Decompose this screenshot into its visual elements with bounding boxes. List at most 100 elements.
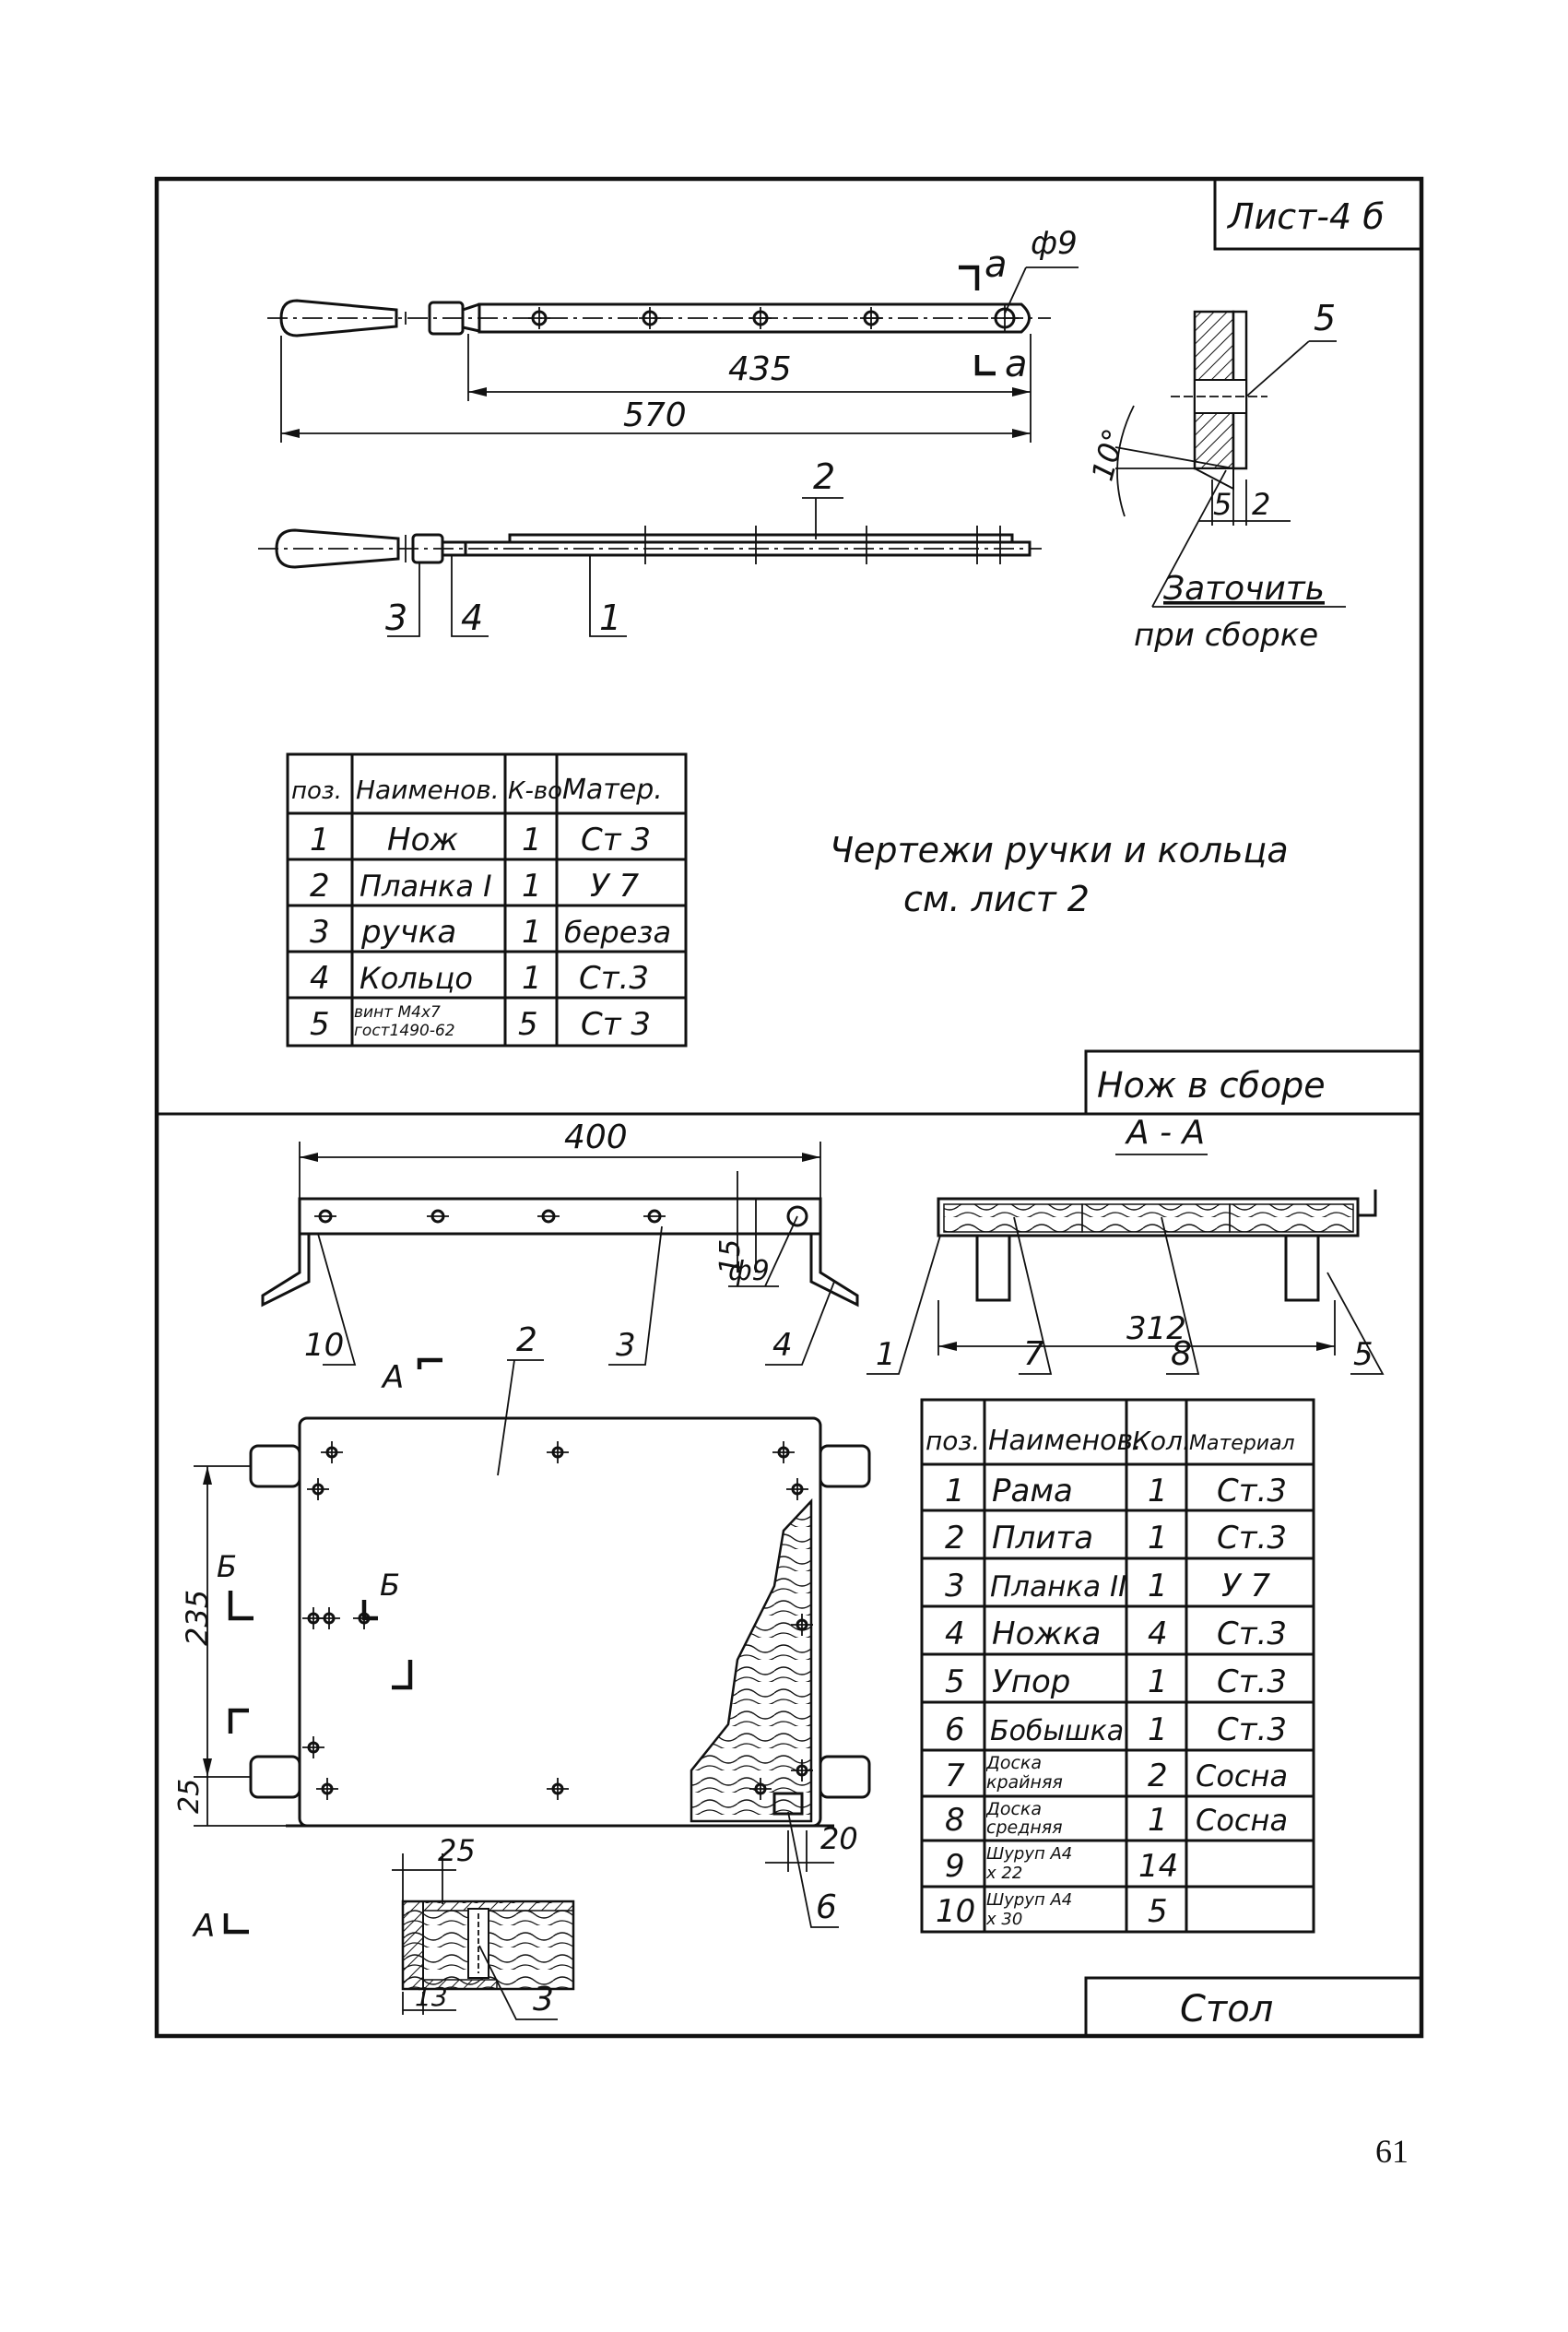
knife-pos-4: 4: [461, 598, 483, 638]
stol-title-box: Стол: [1084, 1976, 1421, 2036]
dim-13: 13: [415, 1982, 448, 2012]
stol-row-4-pos: 4: [945, 1616, 965, 1652]
knife-note-line1: Чертежи ручки и кольца: [830, 830, 1289, 870]
knife-row-4-qty: 1: [522, 960, 542, 997]
stol-row-1-qty: 1: [1148, 1473, 1168, 1509]
table-pos-2: 2: [516, 1321, 537, 1359]
stol-table-row: 8 Доска средняя 1 Сосна: [945, 1800, 1288, 1839]
knife-table-row: 4 Кольцо 1 Ст.3: [310, 960, 649, 997]
stol-row-2-name: Плита: [992, 1520, 1093, 1557]
knife-row-3-name: ручка: [360, 914, 456, 951]
knife-title-box: Нож в сборе: [1084, 1049, 1421, 1114]
knife-row-3-pos: 3: [310, 914, 330, 951]
knife-row-2-mat: У 7: [590, 868, 640, 905]
sharpen-note-1: Заточить: [1163, 570, 1325, 608]
stol-title: Стол: [1180, 1988, 1273, 2030]
stol-row-3-pos: 3: [945, 1568, 965, 1604]
knife-parts-table: поз. Наименов. К-во Матер. 1 Нож 1 Ст 3 …: [286, 752, 688, 1048]
knife-title: Нож в сборе: [1097, 1065, 1326, 1106]
knife-note-line2: см. лист 2: [903, 879, 1090, 919]
table-pos-6: 6: [816, 1888, 837, 1926]
knife-table-header: поз. Наименов. К-во Матер.: [291, 774, 663, 806]
stol-table-row: 10 Шуруп А4 х 30 5: [936, 1890, 1168, 1930]
table-section-b-detail: 25 13 3: [392, 1833, 575, 2020]
stol-table-row: 1 Рама 1 Ст.3: [945, 1473, 1287, 1509]
stol-row-1-pos: 1: [945, 1473, 965, 1509]
sheet-frame: [154, 176, 1424, 2039]
knife-table-row: 2 Планка I 1 У 7: [310, 868, 640, 905]
knife-side-view: 2 3 4 1: [258, 456, 1042, 638]
knife-table-row: 5 винт М4х7 гост1490-62 5 Ст 3: [310, 1003, 651, 1043]
section-aa-title: А - А: [1125, 1114, 1205, 1152]
stol-header-mat: Материал: [1189, 1432, 1295, 1455]
stol-row-3-name: Планка II: [990, 1570, 1126, 1604]
section-mark-a-bottom: a: [1005, 343, 1028, 385]
section-pos-7: 7: [1023, 1335, 1044, 1373]
table-section-aa: А - А 312 1 7 8 5: [867, 1114, 1385, 1375]
section-mark-a-top: А: [381, 1359, 404, 1396]
section-mark-a-bottom: А: [192, 1908, 215, 1945]
section-pos-1: 1: [876, 1336, 896, 1373]
stol-row-3-qty: 1: [1148, 1568, 1168, 1604]
stol-row-6-name: Бобышка: [990, 1715, 1124, 1747]
knife-row-4-name: Кольцо: [360, 961, 473, 996]
stol-header-name: Наименов.: [988, 1425, 1142, 1457]
knife-row-3-mat: береза: [564, 915, 671, 950]
stol-row-10-pos: 10: [936, 1893, 975, 1930]
knife-table-row: 3 ручка 1 береза: [310, 914, 671, 951]
stol-header-qty: Кол.: [1132, 1426, 1191, 1456]
knife-table-header-mat: Матер.: [562, 774, 663, 806]
section-b-right: Б: [380, 1568, 400, 1603]
stol-row-5-mat: Ст.3: [1217, 1663, 1287, 1700]
stol-row-5-qty: 1: [1148, 1663, 1168, 1700]
knife-table-header-pos: поз.: [291, 777, 342, 805]
knife-row-1-pos: 1: [310, 822, 330, 858]
knife-row-1-qty: 1: [522, 822, 542, 858]
plan-screw-marks: [302, 1441, 813, 1800]
stol-row-1-name: Рама: [992, 1473, 1073, 1509]
table-holes: [314, 1205, 808, 1227]
page-number: 61: [1375, 2133, 1409, 2170]
knife-table-row: 1 Нож 1 Ст 3: [310, 822, 651, 858]
stol-row-7-mat: Сосна: [1196, 1758, 1288, 1793]
knife-row-1-mat: Ст 3: [581, 822, 651, 858]
stol-row-9-name: Шуруп А4 х 22: [986, 1844, 1073, 1883]
detail-dim-2: 2: [1252, 487, 1270, 522]
knife-table-header-name: Наименов.: [356, 775, 500, 805]
stol-row-8-qty: 1: [1148, 1802, 1168, 1839]
knife-row-4-mat: Ст.3: [579, 960, 649, 997]
stol-table-row: 5 Упор 1 Ст.3: [945, 1663, 1287, 1700]
stol-row-3-mat: У 7: [1221, 1568, 1271, 1604]
dim-15: 15: [714, 1239, 747, 1274]
stol-row-4-qty: 4: [1148, 1616, 1168, 1652]
section-b-left: Б: [217, 1549, 237, 1584]
table-pos-10: 10: [304, 1327, 344, 1364]
knife-table-header-qty: К-во: [508, 777, 562, 805]
stol-row-7-qty: 2: [1148, 1758, 1168, 1794]
section-mark-a-top: a: [984, 243, 1008, 286]
stol-row-9-qty: 14: [1138, 1848, 1178, 1885]
knife-row-2-name: Планка I: [360, 869, 492, 904]
stol-table-row: 3 Планка II 1 У 7: [945, 1568, 1271, 1604]
stol-row-9-pos: 9: [945, 1848, 965, 1885]
dim-400: 400: [564, 1119, 628, 1156]
stol-row-4-mat: Ст.3: [1217, 1616, 1287, 1652]
detail-pos-5: 5: [1314, 298, 1336, 338]
stol-row-6-pos: 6: [945, 1711, 965, 1748]
knife-row-2-qty: 1: [522, 868, 542, 905]
dim-25-left: 25: [173, 1779, 206, 1814]
table-plan-view: А Б Б: [173, 1357, 871, 1945]
stol-table-row: 4 Ножка 4 Ст.3: [945, 1616, 1287, 1652]
stol-row-6-qty: 1: [1148, 1711, 1168, 1748]
stol-table-row: 6 Бобышка 1 Ст.3: [945, 1711, 1287, 1748]
knife-row-2-pos: 2: [310, 868, 330, 905]
dim-312: 312: [1126, 1310, 1186, 1347]
knife-row-3-qty: 1: [522, 914, 542, 951]
dim-20: 20: [820, 1821, 858, 1856]
knife-top-view: a a ф9 435 570: [267, 225, 1079, 443]
stol-table-row: 7 Доска крайняя 2 Сосна: [945, 1754, 1288, 1795]
stol-row-10-qty: 5: [1148, 1893, 1168, 1930]
dim-25-detail: 25: [438, 1833, 476, 1868]
stol-row-2-qty: 1: [1148, 1520, 1168, 1557]
